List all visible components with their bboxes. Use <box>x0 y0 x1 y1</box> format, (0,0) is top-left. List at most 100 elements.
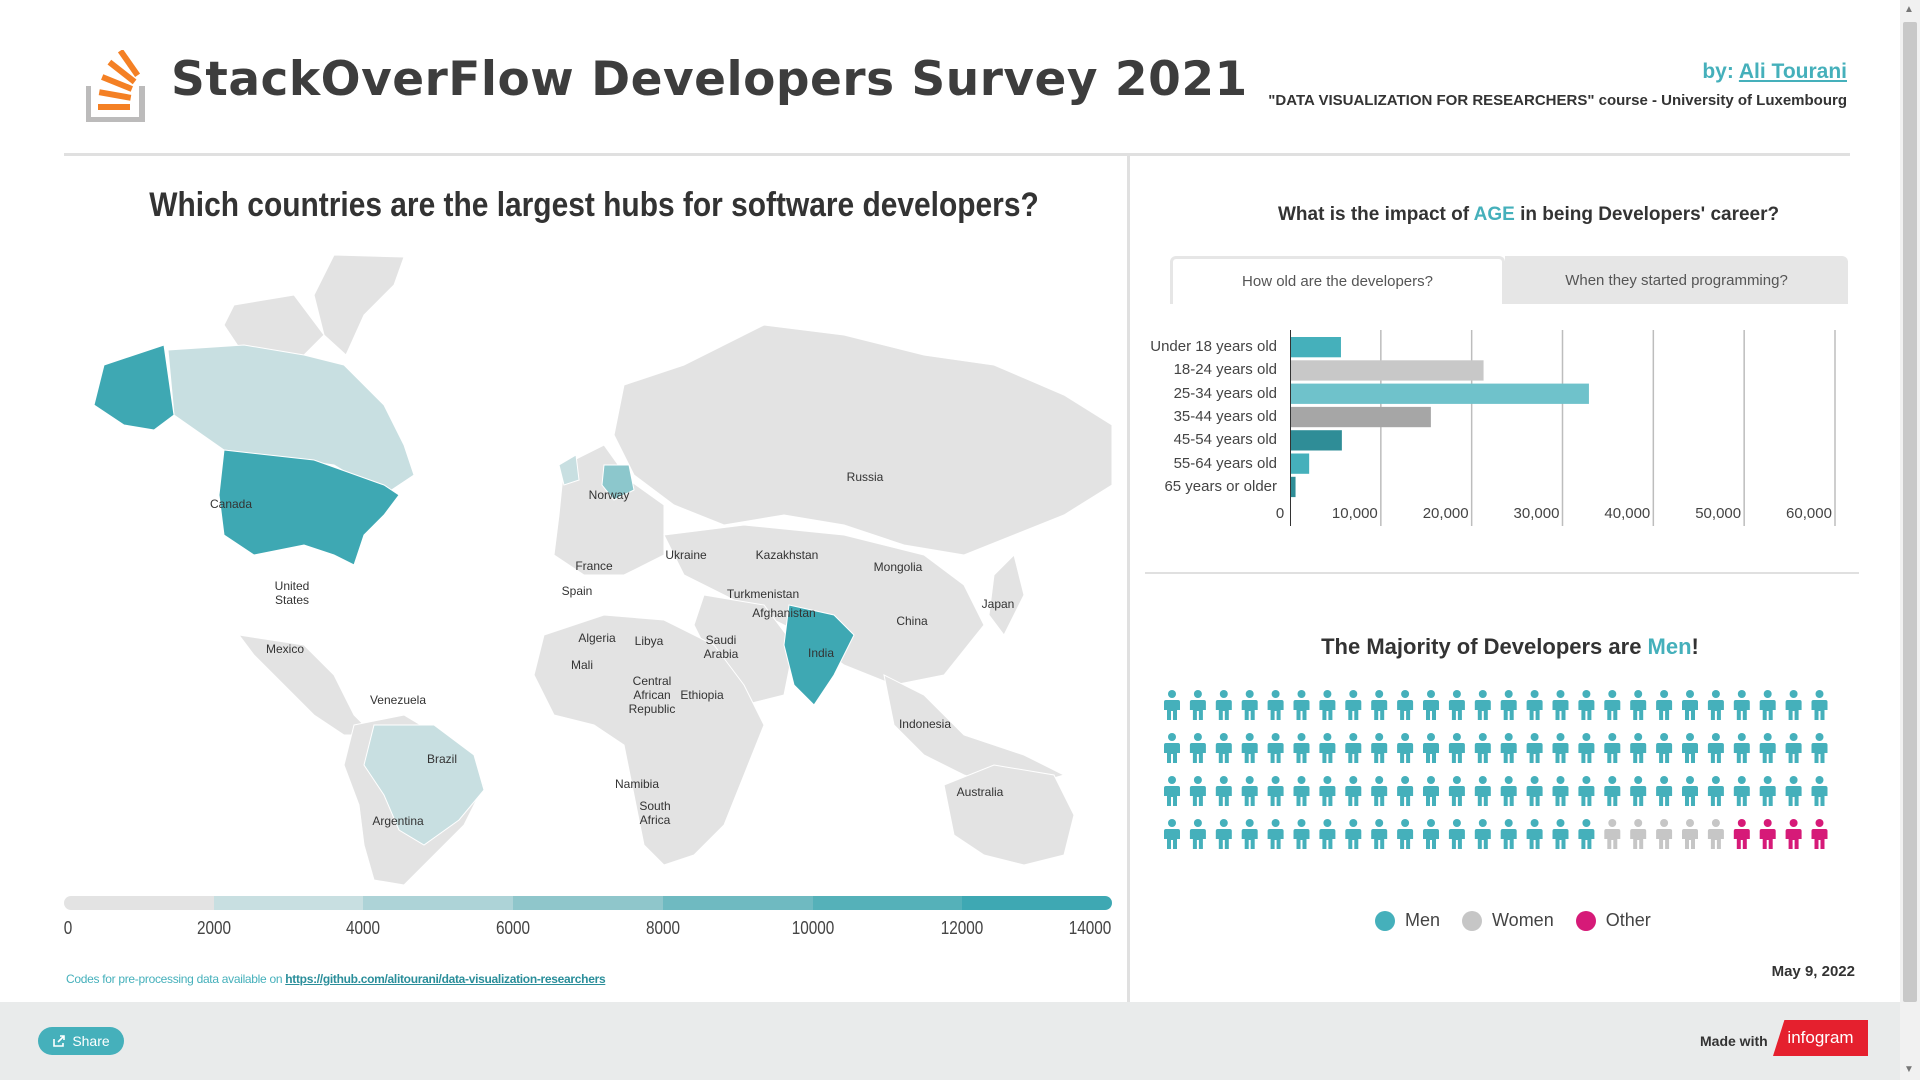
age-bar[interactable] <box>1291 476 1296 498</box>
scrollbar-thumb[interactable] <box>1903 22 1917 1002</box>
person-icon <box>1241 819 1258 849</box>
person-icon <box>1241 733 1258 763</box>
age-x-tick-label: 10,000 <box>1331 505 1378 522</box>
japan <box>988 554 1025 636</box>
age-bar[interactable] <box>1291 453 1310 474</box>
person-icon <box>1500 733 1517 763</box>
country-label: Central African Republic <box>625 674 679 716</box>
person-icon <box>1759 776 1776 806</box>
person-icon <box>1707 690 1724 720</box>
age-bar[interactable] <box>1291 360 1484 381</box>
person-icon <box>1604 733 1621 763</box>
person-icon <box>1811 690 1828 720</box>
person-icon <box>1733 733 1750 763</box>
mexico <box>237 634 376 736</box>
people-icon-grid <box>1164 690 1828 849</box>
person-icon <box>1241 690 1258 720</box>
infogram-logo[interactable]: infogram <box>1773 1020 1868 1056</box>
uk <box>558 454 580 486</box>
country-label: India <box>807 646 835 660</box>
country-label: Venezuela <box>369 693 427 707</box>
person-icon <box>1785 776 1802 806</box>
person-icon <box>1604 690 1621 720</box>
scroll-up-arrow-icon[interactable]: ▲ <box>1904 4 1914 15</box>
age-title-post: in being Developers' career? <box>1514 204 1780 225</box>
person-icon <box>1552 690 1569 720</box>
person-icon <box>1500 776 1517 806</box>
tab-started-programming[interactable]: When they started programming? <box>1505 256 1848 304</box>
india <box>783 604 855 706</box>
age-bar[interactable] <box>1291 406 1431 428</box>
country-label: South Africa <box>635 799 675 827</box>
publish-date: May 9, 2022 <box>1771 963 1855 980</box>
age-bar[interactable] <box>1291 430 1342 451</box>
russia <box>613 324 1112 556</box>
age-x-tick-label: 50,000 <box>1695 505 1742 522</box>
person-icon <box>1164 733 1180 763</box>
person-icon <box>1656 776 1673 806</box>
person-icon <box>1630 733 1647 763</box>
person-icon <box>1682 819 1698 849</box>
person-icon <box>1630 776 1647 806</box>
legend-tick-label: 12000 <box>941 918 984 938</box>
legend-men-label: Men <box>1405 910 1441 930</box>
country-label: China <box>896 614 928 628</box>
legend-men[interactable]: Men <box>1375 910 1440 931</box>
age-x-tick-label: 40,000 <box>1604 505 1651 522</box>
australia <box>943 764 1075 866</box>
person-icon <box>1397 819 1414 849</box>
person-icon <box>1811 733 1828 763</box>
byline: by: Ali Tourani <box>1702 60 1847 84</box>
person-icon <box>1189 690 1206 720</box>
person-icon <box>1552 776 1569 806</box>
country-label: Norway <box>588 488 630 502</box>
person-icon <box>1215 819 1232 849</box>
person-icon <box>1189 776 1206 806</box>
legend-women-label: Women <box>1492 910 1554 930</box>
map-legend-bar <box>64 896 1112 910</box>
women-dot <box>1462 910 1483 931</box>
legend-tick-label: 14000 <box>1068 918 1112 938</box>
tab-how-old[interactable]: How old are the developers? <box>1170 256 1505 304</box>
gender-title-accent: Men <box>1647 634 1692 659</box>
course-subtitle: "DATA VISUALIZATION FOR RESEARCHERS" cou… <box>1268 92 1847 109</box>
person-icon <box>1371 690 1388 720</box>
footnote: Codes for pre-processing data available … <box>66 972 606 986</box>
age-title-pre: What is the impact of <box>1278 204 1474 225</box>
country-label: Russia <box>846 470 884 484</box>
age-x-tick-label: 20,000 <box>1422 505 1469 522</box>
person-icon <box>1604 776 1621 806</box>
germany <box>601 464 635 501</box>
age-bar[interactable] <box>1291 337 1341 358</box>
country-label: Algeria <box>578 631 616 645</box>
person-icon <box>1241 776 1258 806</box>
person-icon <box>1474 733 1491 763</box>
age-bar[interactable] <box>1291 383 1589 404</box>
person-icon <box>1164 690 1180 720</box>
share-icon <box>53 1035 66 1047</box>
made-with-label: Made with <box>1700 1033 1768 1049</box>
age-category-label: 55-64 years old <box>1173 454 1277 472</box>
person-icon <box>1578 733 1595 763</box>
legend-tick-label: 8000 <box>645 918 680 938</box>
person-icon <box>1371 776 1388 806</box>
person-icon <box>1682 733 1698 763</box>
person-icon <box>1500 690 1517 720</box>
person-icon <box>1448 733 1465 763</box>
share-button[interactable]: Share <box>38 1027 124 1055</box>
legend-women[interactable]: Women <box>1462 910 1554 931</box>
share-label: Share <box>72 1033 110 1049</box>
person-icon <box>1345 819 1362 849</box>
age-bar-chart <box>1290 330 1836 526</box>
person-icon <box>1759 819 1776 849</box>
person-icon <box>1682 776 1698 806</box>
person-icon <box>1811 776 1828 806</box>
person-icon <box>1319 776 1336 806</box>
github-link[interactable]: https://github.com/alitourani/data-visua… <box>285 972 606 986</box>
alaska <box>93 344 175 431</box>
author-link[interactable]: Ali Tourani <box>1738 60 1847 83</box>
europe <box>553 444 665 576</box>
scroll-down-arrow-icon[interactable]: ▼ <box>1904 1064 1914 1075</box>
byline-prefix: by: <box>1702 60 1739 83</box>
legend-other[interactable]: Other <box>1575 910 1651 931</box>
